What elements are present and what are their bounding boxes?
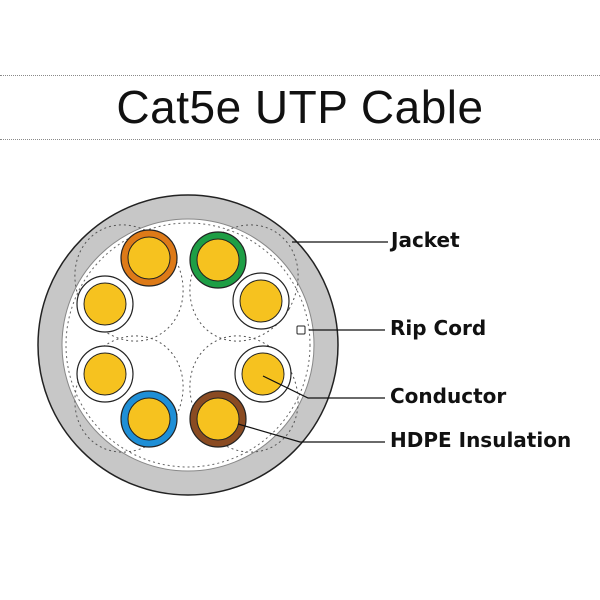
- title-band: Cat5e UTP Cable: [0, 75, 600, 139]
- jacket-inner: [61, 218, 315, 472]
- conductor-blue: [120, 390, 178, 448]
- conductor-brown: [189, 390, 247, 448]
- label-insulation: HDPE Insulation: [390, 428, 572, 452]
- conductor-green: [189, 231, 247, 289]
- conductor-white-bottom-right: [234, 345, 292, 403]
- label-rip-cord: Rip Cord: [390, 316, 487, 340]
- bottom-dotted-rule: [0, 139, 600, 140]
- leader-insulation: [237, 423, 385, 443]
- inner-dotted-boundary: [65, 222, 311, 468]
- rip-cord: [296, 325, 306, 335]
- conductor-white-top-left: [76, 275, 134, 333]
- leader-conductor: [262, 375, 385, 399]
- label-conductor: Conductor: [390, 384, 507, 408]
- diagram-title: Cat5e UTP Cable: [116, 81, 484, 133]
- conductor-white-top-right: [232, 272, 290, 330]
- conductor-white-bottom-left: [76, 345, 134, 403]
- conductor-orange: [120, 229, 178, 287]
- top-dotted-rule: [0, 75, 600, 76]
- label-jacket: Jacket: [391, 228, 460, 252]
